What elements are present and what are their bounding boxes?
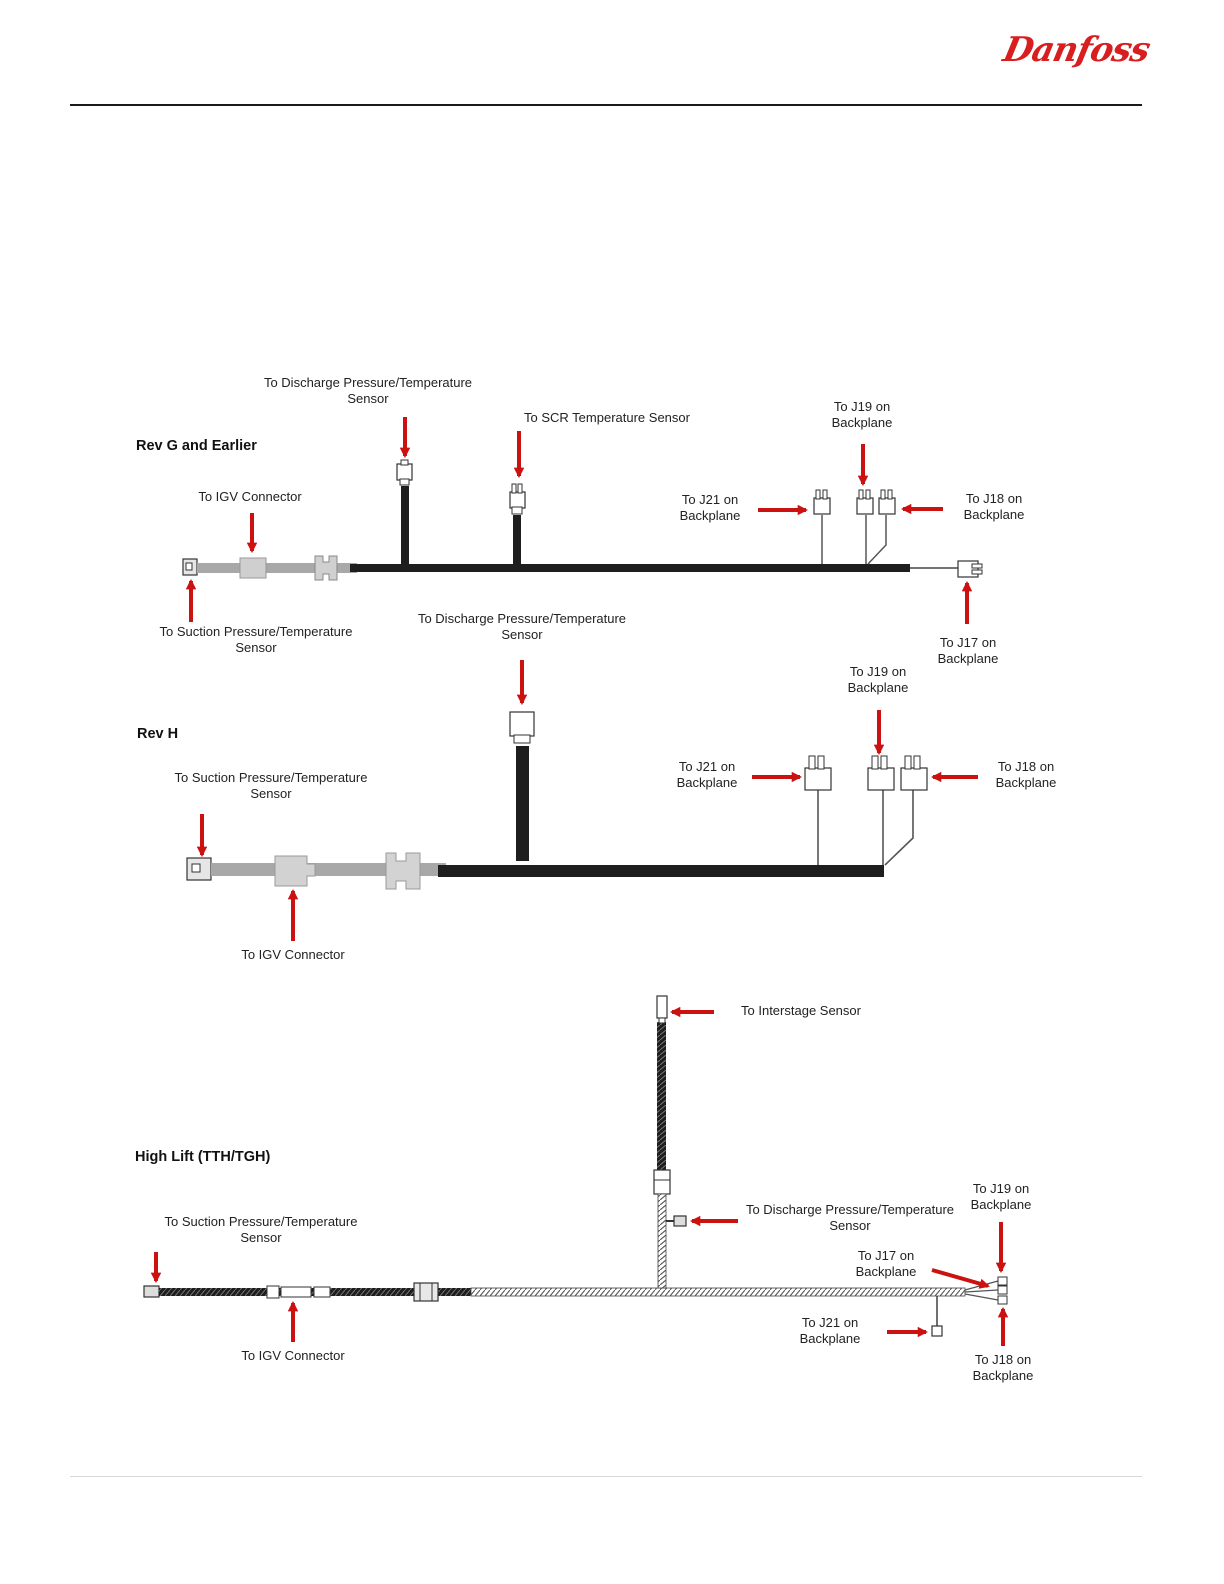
j21-connector [931,1325,943,1337]
igv-connector [239,557,267,579]
inline-coupling [413,1282,439,1302]
discharge-connector [673,1215,687,1227]
rev-h-harness [186,660,978,941]
high-lift-riser-dark [657,1022,666,1170]
label-igv: To IGV Connector [198,489,302,504]
label-scr: To SCR Temperature Sensor [524,410,690,425]
label-igv: To IGV Connector [241,1348,345,1363]
j19-connector [867,767,895,791]
j17-connector [957,560,979,578]
header-rule [70,104,1142,106]
igv-connector [274,855,316,887]
section-title-rev-h: Rev H [137,726,179,742]
arrow-j17 [931,1268,990,1289]
j19-connector [997,1276,1008,1286]
rev-g-main-trunk [350,564,910,572]
j21-connector [813,497,831,515]
rev-g-harness [182,417,983,624]
inline-coupling [385,852,421,890]
label-igv: To IGV Connector [241,947,345,962]
section-title-rev-g: Rev G and Earlier [136,438,257,454]
j17-connector [997,1285,1008,1295]
j18-connector [878,497,896,515]
rev-h-main-trunk [438,865,884,877]
j18-connector [900,767,928,791]
suction-connector [143,1285,160,1298]
discharge-connector [396,463,413,481]
high-lift-riser-light [657,1193,667,1289]
high-lift-harness [143,995,1009,1346]
j21-connector [804,767,832,791]
j18-connector [997,1295,1008,1305]
igv-connector [266,1285,280,1299]
discharge-connector [509,711,535,737]
high-lift-main-trunk [470,1287,966,1297]
j19-connector [856,497,874,515]
section-title-high-lift: High Lift (TTH/TGH) [135,1149,271,1165]
scr-connector [509,491,526,509]
footer-rule [70,1476,1142,1477]
rev-g-light-cable [197,563,357,573]
label-interstage: To Interstage Sensor [741,1003,861,1018]
inline-coupling [314,555,338,581]
interstage-connector [656,995,668,1019]
